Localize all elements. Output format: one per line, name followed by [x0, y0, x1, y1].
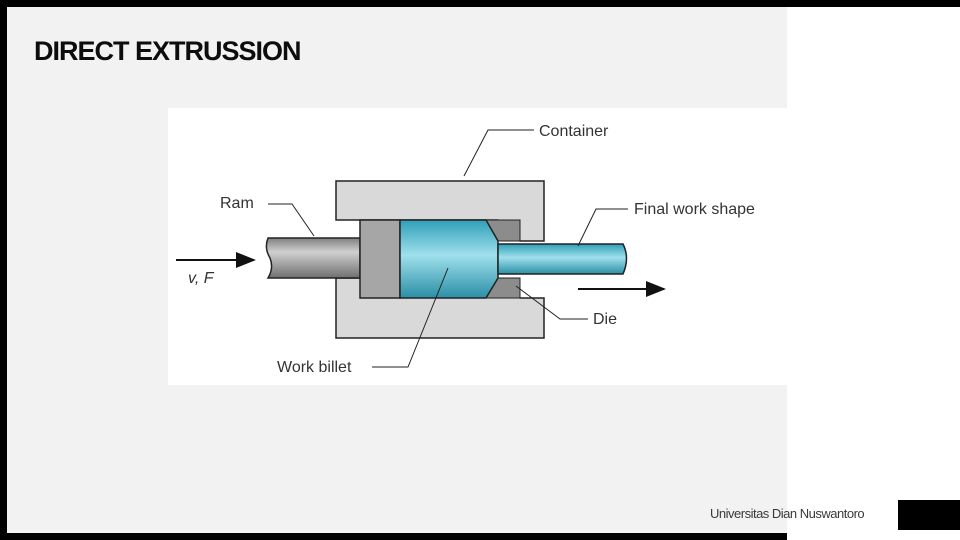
label-final-work-shape: Final work shape [634, 201, 755, 218]
work-billet [399, 219, 499, 299]
frame-bottom-bar [0, 533, 787, 540]
label-ram: Ram [220, 195, 254, 212]
frame-left-bar [0, 0, 7, 540]
slide-title: DIRECT EXTRUSSION [34, 36, 302, 66]
page-number-box [898, 500, 960, 530]
label-velocity-force: v, F [188, 270, 215, 287]
leader-final-shape [577, 208, 628, 247]
ram-head [359, 219, 401, 299]
label-container: Container [539, 123, 609, 140]
footer-institution: Universitas Dian Nuswantoro [710, 506, 865, 521]
extrusion-diagram: Container Ram Final work shape v, F Die … [168, 108, 787, 385]
label-work-billet: Work billet [277, 359, 352, 376]
leader-container [463, 129, 534, 177]
frame-top-bar [0, 0, 960, 7]
label-die: Die [593, 311, 617, 328]
final-work-shape [497, 243, 628, 275]
leader-ram [268, 203, 315, 237]
leader-work-billet [372, 267, 449, 368]
ram-rod [265, 237, 361, 279]
leader-die [515, 285, 588, 320]
